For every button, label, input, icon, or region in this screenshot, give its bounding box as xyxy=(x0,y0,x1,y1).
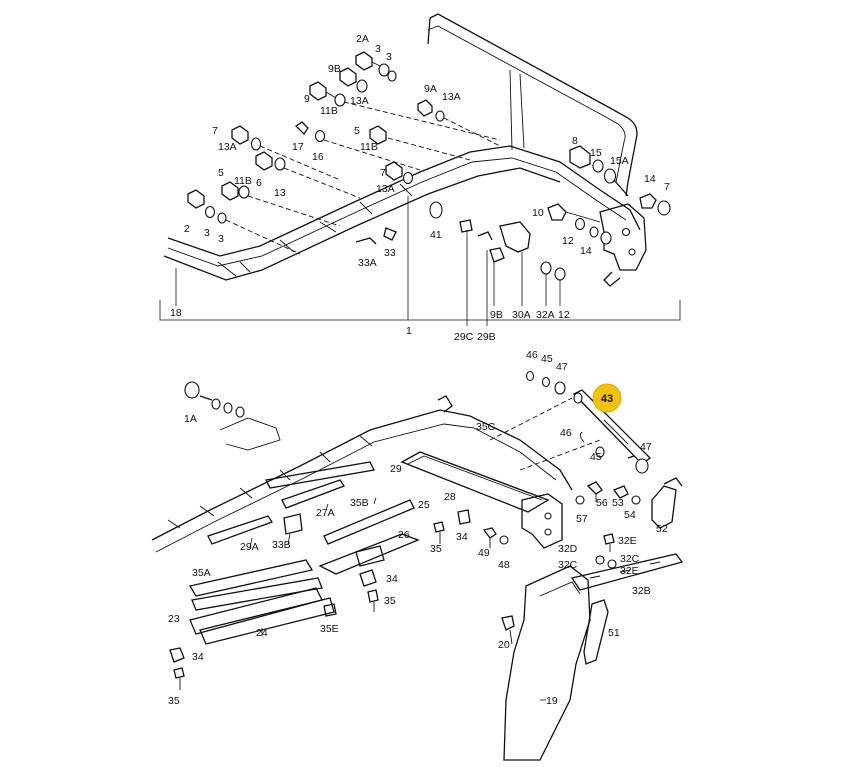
callout-25: 25 xyxy=(418,499,430,511)
callout-9A: 9A xyxy=(424,83,437,95)
callout-35C: 35C xyxy=(476,421,496,433)
callout-9B: 9B xyxy=(328,63,341,75)
callout-17: 17 xyxy=(292,141,304,153)
callout-20: 20 xyxy=(498,639,510,651)
callout-45: 45 xyxy=(590,451,602,463)
callout-35A: 35A xyxy=(192,567,211,579)
trim-panels xyxy=(501,565,609,761)
callout-29C: 29C xyxy=(454,331,474,343)
callout-19: 19 xyxy=(546,695,558,707)
callout-24: 24 xyxy=(256,627,268,639)
callout-35: 35 xyxy=(430,543,442,555)
callout-18: 18 xyxy=(170,307,182,319)
top-hardware xyxy=(187,51,671,306)
callout-11B: 11B xyxy=(360,141,378,153)
callout-13A: 13A xyxy=(376,183,395,195)
callout-29A: 29A xyxy=(240,541,259,553)
callout-53: 53 xyxy=(612,497,624,509)
callout-32A: 32A xyxy=(536,309,555,321)
callout-45: 45 xyxy=(541,353,553,365)
callout-13A: 13A xyxy=(218,141,237,153)
callout-29B: 29B xyxy=(477,331,496,343)
callout-32B: 32B xyxy=(632,585,651,597)
callout-32C: 32C xyxy=(620,553,640,565)
callout-5: 5 xyxy=(354,125,360,137)
callout-49: 49 xyxy=(478,547,490,559)
callout-3: 3 xyxy=(218,233,224,245)
top-frame-assembly xyxy=(159,13,681,326)
callout-43: 43 xyxy=(601,393,613,405)
seal-strips xyxy=(169,461,420,690)
callout-14: 14 xyxy=(644,173,656,185)
callout-2A: 2A xyxy=(356,33,369,45)
callout-33B: 33B xyxy=(272,539,291,551)
callout-35: 35 xyxy=(384,595,396,607)
callout-13A: 13A xyxy=(350,95,369,107)
callout-7: 7 xyxy=(212,125,218,137)
callout-47: 47 xyxy=(556,361,568,373)
bottom-hardware xyxy=(433,477,684,591)
callout-30A: 30A xyxy=(512,309,531,321)
callout-8: 8 xyxy=(572,135,578,147)
callout-13: 13 xyxy=(274,187,286,199)
callout-41: 41 xyxy=(430,229,442,241)
highlight-circle xyxy=(592,383,622,413)
callout-15: 15 xyxy=(590,147,602,159)
callout-5: 5 xyxy=(218,167,224,179)
callout-14: 14 xyxy=(580,245,592,257)
callout-1: 1 xyxy=(406,325,412,337)
callout-54: 54 xyxy=(624,509,636,521)
callout-3: 3 xyxy=(375,43,381,55)
callout-34: 34 xyxy=(386,573,398,585)
bottom-callouts: 1A 46 45 47 46 45 47 35C 29 28 27A 35B 2… xyxy=(168,349,668,707)
callout-33A: 33A xyxy=(358,257,377,269)
callout-10: 10 xyxy=(532,207,544,219)
callout-46: 46 xyxy=(560,427,572,439)
callout-6: 6 xyxy=(256,177,262,189)
highlight-callout-43[interactable]: 43 xyxy=(592,383,622,413)
callout-3: 3 xyxy=(204,227,210,239)
callout-32E: 32E xyxy=(618,535,637,547)
callout-1A: 1A xyxy=(184,413,197,425)
callout-23: 23 xyxy=(168,613,180,625)
callout-52: 52 xyxy=(656,523,668,535)
callout-9: 9 xyxy=(304,93,310,105)
callout-26: 26 xyxy=(398,529,410,541)
callout-48: 48 xyxy=(498,559,510,571)
callout-11B: 11B xyxy=(234,175,252,187)
gas-strut-43 xyxy=(525,370,651,474)
callout-46: 46 xyxy=(526,349,538,361)
callout-16: 16 xyxy=(312,151,324,163)
callout-29: 29 xyxy=(390,463,402,475)
callout-28: 28 xyxy=(444,491,456,503)
callout-57: 57 xyxy=(576,513,588,525)
top-callouts: 2A 3 3 9B 9 11B 13A 9A 13A 7 13A 17 16 5… xyxy=(170,33,670,343)
callout-35E: 35E xyxy=(320,623,339,635)
callout-2: 2 xyxy=(184,223,190,235)
callout-35: 35 xyxy=(168,695,180,707)
callout-15A: 15A xyxy=(610,155,629,167)
callout-12: 12 xyxy=(562,235,574,247)
callout-7: 7 xyxy=(380,167,386,179)
callout-34: 34 xyxy=(456,531,468,543)
callout-7: 7 xyxy=(664,181,670,193)
bottom-frame-assembly xyxy=(151,381,601,553)
callout-27A: 27A xyxy=(316,507,335,519)
callout-32C: 32C xyxy=(558,559,578,571)
callout-32E: 32E xyxy=(620,565,639,577)
callout-33: 33 xyxy=(384,247,396,259)
callout-12: 12 xyxy=(558,309,570,321)
callout-13A: 13A xyxy=(442,91,461,103)
callout-35B: 35B xyxy=(350,497,369,509)
callout-47: 47 xyxy=(640,441,652,453)
callout-11B: 11B xyxy=(320,105,338,117)
callout-34: 34 xyxy=(192,651,204,663)
callout-32D: 32D xyxy=(558,543,578,555)
callout-9B: 9B xyxy=(490,309,503,321)
callout-3: 3 xyxy=(386,51,392,63)
callout-51: 51 xyxy=(608,627,620,639)
callout-56: 56 xyxy=(596,497,608,509)
